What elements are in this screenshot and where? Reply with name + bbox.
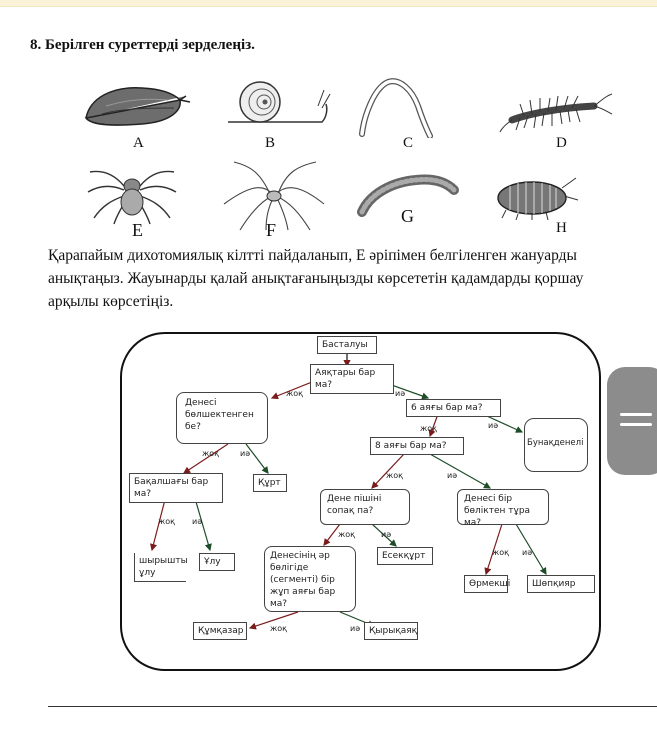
branch-no-label: жоқ bbox=[492, 548, 509, 557]
key-worm: Құрт bbox=[253, 474, 287, 492]
worm-icon bbox=[356, 76, 436, 138]
branch-no-label: жоқ bbox=[270, 624, 287, 633]
picture-letter: C bbox=[403, 135, 414, 151]
key-q-shell: Бақалшағы бар ма? bbox=[129, 473, 223, 503]
key-millipede: Құмқазар bbox=[193, 622, 247, 640]
branch-yes-label: иә bbox=[192, 517, 203, 526]
woodlouse-icon bbox=[492, 174, 580, 220]
branch-yes-label: иә bbox=[381, 530, 392, 539]
branch-no-label: жоқ bbox=[286, 389, 303, 398]
picture-letter: A bbox=[133, 135, 144, 151]
picture-letter: F bbox=[266, 220, 277, 240]
key-q-eight-legs: 8 аяғы бар ма? bbox=[370, 437, 464, 455]
picture-letter: D bbox=[556, 135, 567, 151]
snail-icon bbox=[222, 78, 332, 128]
key-snail: Ұлу bbox=[199, 553, 235, 571]
key-spider: Өрмекші bbox=[464, 575, 510, 593]
branch-yes-label: иә bbox=[350, 624, 361, 633]
picture-letter: G bbox=[401, 206, 414, 226]
key-q-segmented: Денесі бөлшектенген бе? bbox=[176, 392, 268, 444]
branch-yes-label: иә bbox=[522, 548, 533, 557]
key-q-legs: Аяқтары бар ма? bbox=[310, 364, 394, 394]
key-harvestman: Шөпқияр bbox=[527, 575, 595, 593]
top-banner bbox=[0, 0, 657, 7]
key-q-one-part: Денесі бір бөліктен тұра ма? bbox=[457, 489, 549, 528]
menu-line-icon bbox=[620, 413, 652, 416]
key-centipede: Қырықаяқ bbox=[364, 622, 418, 640]
branch-yes-label: иә bbox=[240, 449, 251, 458]
key-q-six-legs: 6 аяғы бар ма? bbox=[406, 399, 501, 417]
picture-letter: H bbox=[556, 220, 567, 236]
branch-no-label: жоқ bbox=[420, 424, 437, 433]
key-q-segment-legs: Денесінің әр бөлігіде (сегменті) бір жұп… bbox=[264, 546, 356, 612]
branch-yes-label: иә bbox=[488, 421, 499, 430]
branch-no-label: жоқ bbox=[386, 471, 403, 480]
branch-no-label: жоқ bbox=[158, 517, 175, 526]
harvestman-icon bbox=[220, 158, 328, 232]
key-woodlouse: Есекқұрт bbox=[377, 547, 433, 565]
key-q-long-body: Дене пішіні сопақ па? bbox=[320, 489, 410, 525]
centipede-icon bbox=[498, 92, 614, 136]
picture-letter: E bbox=[132, 220, 143, 240]
slug-icon bbox=[82, 78, 192, 130]
earthworm-icon bbox=[356, 172, 460, 218]
spider-icon bbox=[84, 160, 180, 226]
question-title: 8. Берілген суреттерді зерделеңіз. bbox=[30, 37, 255, 53]
picture-letter: B bbox=[265, 135, 276, 151]
instruction-text: Қарапайым дихотомиялық кілтті пайдаланып… bbox=[48, 247, 584, 310]
menu-handle-button[interactable] bbox=[607, 367, 657, 475]
menu-line-icon bbox=[620, 423, 652, 426]
branch-yes-label: иә bbox=[395, 389, 406, 398]
key-insect: Бунақденелі bbox=[524, 418, 588, 472]
branch-yes-label: иә bbox=[447, 471, 458, 480]
branch-no-label: жоқ bbox=[338, 530, 355, 539]
key-slug: шырышты ұлу bbox=[134, 553, 188, 582]
key-start: Басталуы bbox=[317, 336, 377, 354]
branch-no-label: жоқ bbox=[202, 449, 219, 458]
divider-line bbox=[48, 706, 657, 707]
